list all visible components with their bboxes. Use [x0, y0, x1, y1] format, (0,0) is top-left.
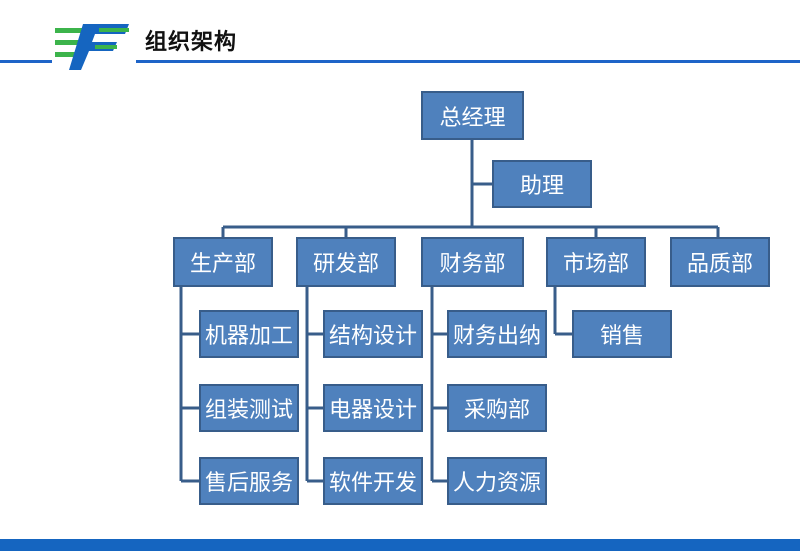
- org-node-cashier: 财务出纳: [447, 310, 547, 358]
- org-node-assistant: 助理: [492, 160, 592, 208]
- org-node-label: 软件开发: [328, 471, 417, 496]
- org-node-label: 售后服务: [204, 471, 293, 496]
- org-node-label: 销售: [599, 324, 644, 349]
- org-node-label: 研发部: [312, 252, 379, 277]
- company-logo-icon: [55, 24, 129, 70]
- org-node-label: 财务出纳: [452, 324, 541, 349]
- org-node-label: 人力资源: [452, 471, 541, 496]
- org-node-structural-design: 结构设计: [323, 310, 423, 358]
- org-node-ceo: 总经理: [421, 91, 524, 140]
- org-node-label: 总经理: [439, 105, 506, 131]
- org-node-dept-finance: 财务部: [421, 237, 524, 287]
- org-node-label: 电器设计: [328, 398, 417, 423]
- org-node-label: 结构设计: [328, 324, 417, 349]
- header-divider-left: [0, 60, 52, 63]
- org-node-after-sales: 售后服务: [199, 457, 299, 505]
- org-node-label: 品质部: [686, 252, 753, 277]
- org-node-dept-rnd: 研发部: [296, 237, 396, 287]
- org-node-assembly-testing: 组装测试: [199, 384, 299, 432]
- footer-bar: [0, 539, 800, 551]
- org-node-machining: 机器加工: [199, 310, 299, 358]
- page-title: 组织架构: [145, 30, 238, 55]
- org-node-procurement: 采购部: [447, 384, 547, 432]
- org-node-label: 市场部: [562, 252, 629, 277]
- org-node-label: 采购部: [463, 398, 530, 423]
- org-node-hr: 人力资源: [447, 457, 547, 505]
- org-node-label: 财务部: [439, 252, 506, 277]
- org-node-dept-production: 生产部: [173, 237, 273, 287]
- org-node-label: 生产部: [189, 252, 256, 277]
- org-node-dept-marketing: 市场部: [546, 237, 646, 287]
- org-node-dept-quality: 品质部: [670, 237, 770, 287]
- org-node-label: 助理: [519, 174, 564, 199]
- header-divider-right: [136, 60, 800, 63]
- org-node-label: 机器加工: [204, 324, 293, 349]
- org-node-label: 组装测试: [204, 398, 293, 423]
- org-node-software-dev: 软件开发: [323, 457, 423, 505]
- org-node-sales: 销售: [572, 310, 672, 358]
- org-node-electrical-design: 电器设计: [323, 384, 423, 432]
